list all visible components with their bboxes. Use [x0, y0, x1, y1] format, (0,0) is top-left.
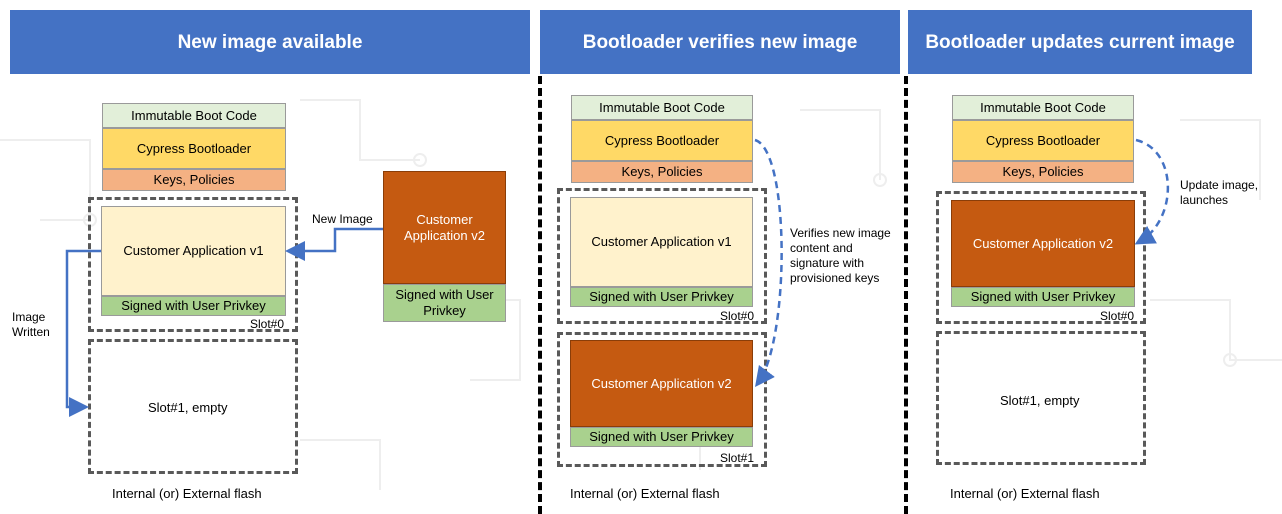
signed-with-privkey-block: Signed with User Privkey	[383, 284, 506, 322]
new-image-label: New Image	[312, 212, 373, 226]
slot0-region	[936, 191, 1146, 324]
signed-with-privkey-block: Signed with User Privkey	[951, 287, 1135, 307]
column-divider	[904, 76, 908, 514]
slot0-label: Slot#0	[250, 317, 285, 331]
flash-footer-label: Internal (or) External flash	[112, 486, 262, 501]
immutable-boot-code-block: Immutable Boot Code	[952, 95, 1134, 120]
keys-policies-block: Keys, Policies	[102, 169, 286, 191]
flash-footer-label: Internal (or) External flash	[570, 486, 720, 501]
immutable-boot-code-block: Immutable Boot Code	[571, 95, 753, 120]
cypress-bootloader-block: Cypress Bootloader	[952, 120, 1134, 161]
signed-with-privkey-block: Signed with User Privkey	[570, 427, 753, 447]
customer-application-block: Customer Application v1	[570, 197, 753, 287]
slot1-region	[557, 332, 767, 467]
header-new-image-available: New image available	[10, 10, 530, 74]
slot1-region	[936, 331, 1146, 465]
slot1-label: Slot#1	[720, 451, 755, 465]
slot0-label: Slot#0	[720, 309, 755, 323]
immutable-boot-code-block: Immutable Boot Code	[102, 103, 286, 128]
update-note: Update image, launches	[1180, 178, 1259, 207]
signed-with-privkey-block: Signed with User Privkey	[101, 296, 286, 316]
customer-application-block: Customer Application v2	[951, 200, 1135, 287]
signed-with-privkey-block: Signed with User Privkey	[570, 287, 753, 307]
slot1-empty-label: Slot#1, empty	[148, 400, 228, 415]
customer-application-block: Customer Application v1	[101, 206, 286, 296]
keys-policies-block: Keys, Policies	[952, 161, 1134, 183]
new-customer-application-block: Customer Application v2	[383, 171, 506, 284]
slot0-label: Slot#0	[1100, 309, 1135, 323]
cypress-bootloader-block: Cypress Bootloader	[102, 128, 286, 169]
column-divider	[538, 76, 542, 514]
header-bootloader-verifies: Bootloader verifies new image	[540, 10, 900, 74]
image-written-label: Image Written	[12, 310, 50, 339]
slot1-empty-label: Slot#1, empty	[1000, 393, 1080, 408]
flash-footer-label: Internal (or) External flash	[950, 486, 1100, 501]
keys-policies-block: Keys, Policies	[571, 161, 753, 183]
verifies-note: Verifies new image content and signature…	[790, 226, 891, 285]
cypress-bootloader-block: Cypress Bootloader	[571, 120, 753, 161]
header-bootloader-updates: Bootloader updates current image	[908, 10, 1252, 74]
customer-application-block: Customer Application v2	[570, 340, 753, 427]
